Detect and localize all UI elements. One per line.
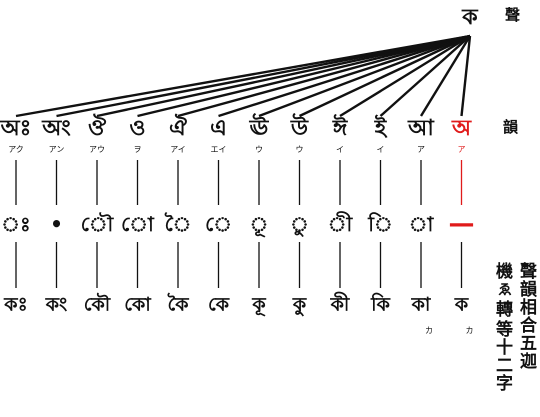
- fan-lines: [15, 34, 472, 118]
- vowel-glyph: অঃ: [0, 116, 32, 141]
- fan-line: [419, 35, 472, 117]
- vowel-mark: •: [50, 212, 63, 236]
- syllable-glyph: ক: [454, 293, 469, 316]
- vowel-mark: ৈ: [164, 212, 192, 236]
- vowel-kana: アン: [48, 145, 65, 154]
- syllable-glyph: কু: [292, 293, 307, 316]
- top-glyph: ক: [462, 5, 478, 30]
- fan-line: [298, 34, 471, 118]
- vowel-glyph: আ: [408, 116, 434, 141]
- syllable-kana: カ: [465, 326, 474, 335]
- caption-column-1: 聲韻相合五迦: [516, 262, 536, 370]
- vowel-mark: —: [448, 209, 475, 239]
- syllable-glyph: কি: [371, 293, 390, 316]
- vowel-kana: エイ: [210, 145, 227, 154]
- syllable-glyph: কৌ: [83, 293, 111, 316]
- vowel-kana: イ: [336, 145, 344, 154]
- vowel-glyph: ঐ: [169, 116, 187, 141]
- vowel-mark: ু: [290, 212, 309, 236]
- vowel-glyph: অং: [42, 116, 71, 141]
- vowel-glyph: উ: [290, 116, 309, 141]
- caption-symbol: ゑ: [496, 282, 512, 297]
- syllable-glyph: কী: [330, 293, 350, 316]
- syllable-glyph: কা: [411, 293, 431, 316]
- vowel-mark: ৌ: [80, 212, 114, 236]
- vowel-kana: ヲ: [133, 145, 142, 154]
- vowel-kana: アク: [8, 145, 24, 154]
- vowel-mark: ে: [205, 212, 232, 236]
- fan-line: [258, 34, 471, 118]
- vowel-kana: ウ: [255, 145, 263, 154]
- vowel-glyph: অ: [451, 116, 472, 141]
- vowel-glyph: এ: [210, 116, 227, 141]
- vowel-kana: ア: [417, 145, 425, 154]
- syllable-glyph: কৈ: [167, 293, 189, 316]
- fan-line: [177, 34, 471, 118]
- syllable-glyph: কো: [124, 293, 151, 316]
- stem-lines: [15, 160, 463, 288]
- fan-line: [218, 34, 471, 118]
- vowel-mark: ো: [121, 212, 154, 236]
- vowel-glyph: ও: [129, 116, 146, 141]
- syllable-kana: カ: [425, 326, 433, 335]
- fan-line: [379, 35, 471, 117]
- fan-line: [15, 34, 471, 118]
- caption-column-2: 等十二字: [492, 320, 512, 392]
- vowel-mark: ঃ: [1, 212, 31, 236]
- vowel-mark: ি: [368, 212, 393, 236]
- vowel-glyph: ঈ: [332, 116, 348, 141]
- vowel-glyph: ঔ: [87, 116, 107, 141]
- label-row: 韻: [503, 118, 519, 136]
- fan-line: [56, 34, 471, 118]
- vowel-kana: イ: [376, 145, 385, 154]
- vowel-mark: ী: [327, 212, 353, 236]
- fan-line: [137, 34, 471, 118]
- vowel-mark: া: [408, 212, 434, 236]
- fan-line: [96, 34, 471, 118]
- vowel-kana: アイ: [170, 145, 186, 154]
- syllable-glyph: কূ: [252, 293, 266, 316]
- caption-column-3a: 機: [492, 262, 512, 280]
- vowel-kana: ウ: [295, 145, 304, 154]
- fan-line: [460, 35, 472, 117]
- fan-line: [339, 34, 471, 118]
- label-top: 聲: [505, 6, 521, 24]
- syllable-glyph: কঃ: [4, 293, 28, 316]
- syllable-glyph: কে: [207, 293, 230, 316]
- caption-column-3b: 轉: [492, 300, 512, 318]
- syllable-glyph: কং: [45, 293, 68, 316]
- vowel-glyph: ই: [374, 116, 387, 141]
- vowel-kana: ア: [457, 145, 466, 154]
- vowel-kana: アウ: [89, 145, 105, 154]
- vowel-glyph: ঊ: [249, 116, 269, 141]
- vowel-mark: ূ: [249, 212, 269, 236]
